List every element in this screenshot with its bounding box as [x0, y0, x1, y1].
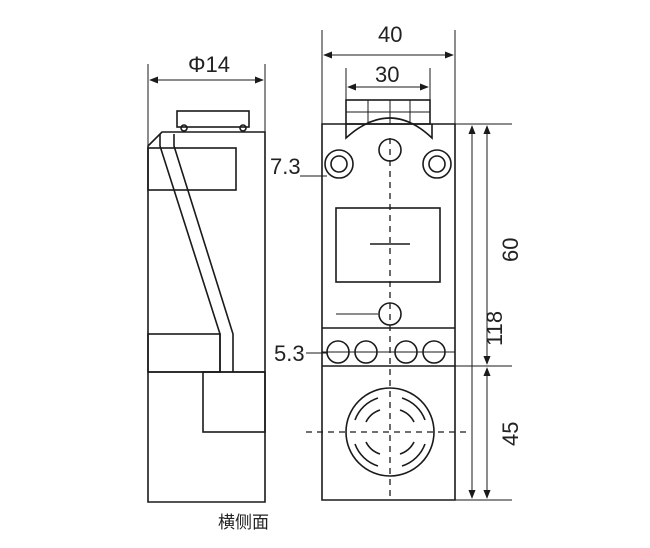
front-view: 40 30 118 60 45 7.3 5.3	[270, 22, 523, 501]
upper-left-hole	[324, 149, 354, 179]
side-body-outline	[147, 131, 266, 503]
width-inner-label: 30	[375, 62, 399, 87]
side-view-caption: 横侧面	[218, 513, 269, 533]
side-window	[147, 147, 237, 191]
hole-upper-label: 7.3	[270, 154, 301, 179]
side-view: Φ14	[147, 52, 266, 503]
height-upper-label: 60	[498, 238, 523, 262]
side-top-cap	[176, 110, 250, 128]
front-body-outline	[321, 123, 456, 501]
diameter-label: Φ14	[188, 52, 230, 77]
height-total-label: 118	[482, 311, 507, 346]
sensing-face	[345, 387, 435, 477]
front-window	[335, 207, 441, 283]
hole-lower-label: 5.3	[274, 341, 305, 366]
width-total-label: 40	[378, 22, 402, 47]
side-connector-block	[202, 371, 266, 433]
upper-right-hole	[422, 149, 452, 179]
height-lower-label: 45	[498, 422, 523, 446]
side-lever	[159, 134, 234, 372]
